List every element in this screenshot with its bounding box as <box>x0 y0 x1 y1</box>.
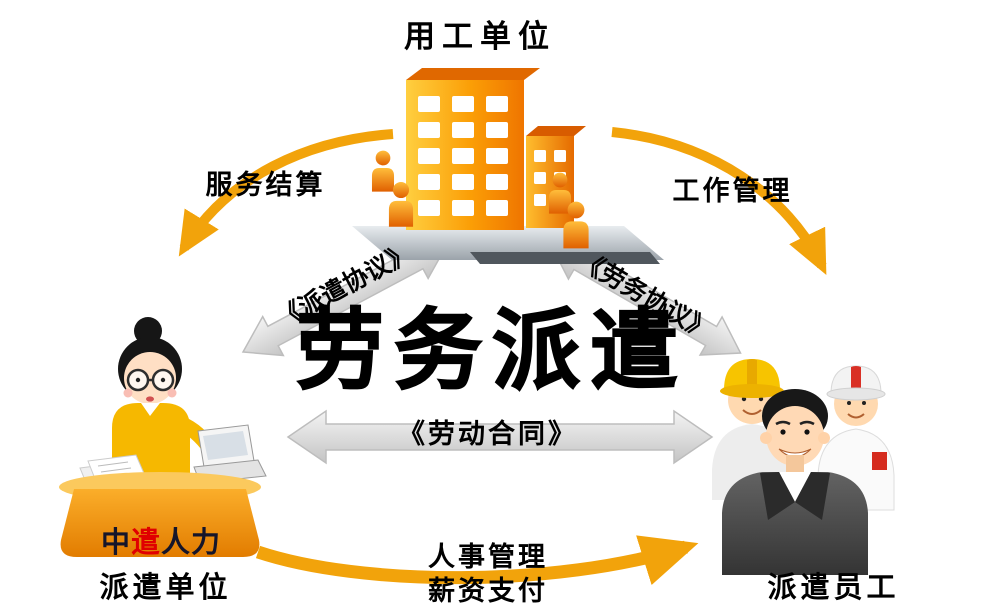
labor-contract-arrow <box>286 409 714 465</box>
hr-salary-arrow <box>255 535 699 586</box>
employer-building-illustration <box>352 68 664 264</box>
service-settlement-label: 服务结算 <box>205 170 326 201</box>
desk-front <box>60 489 260 557</box>
dispatch-agent-illustration <box>59 317 267 557</box>
desk-sign-char-zhong: 中 <box>100 525 131 559</box>
building-windows <box>418 96 508 216</box>
center-title: 劳务派遣 <box>295 298 688 402</box>
desk-sign: 中遣人力 <box>72 519 250 561</box>
salary-payment-label: 薪资支付 <box>428 576 548 607</box>
service-settlement-arrow <box>178 129 394 257</box>
building-platform-edge <box>470 252 660 264</box>
work-management-label: 工作管理 <box>672 176 793 207</box>
suit-body <box>722 472 868 575</box>
hr-management-label: 人事管理 <box>428 542 548 573</box>
work-management-arrow <box>611 127 827 275</box>
dispatch-unit-label: 派遣单位 <box>99 570 232 604</box>
laptop-icon <box>193 424 267 484</box>
employer-label: 用工单位 <box>404 19 556 55</box>
workers-illustration <box>712 359 895 575</box>
desk-sign-char-qian: 遣 <box>130 525 161 559</box>
employees-label: 派遣员工 <box>767 570 900 604</box>
yellow-hardhat-icon <box>720 359 784 398</box>
labor-contract-label: 《劳动合同》 <box>398 419 578 450</box>
white-hardhat-icon <box>826 365 886 401</box>
desk-sign-rest: 人力 <box>161 525 222 559</box>
